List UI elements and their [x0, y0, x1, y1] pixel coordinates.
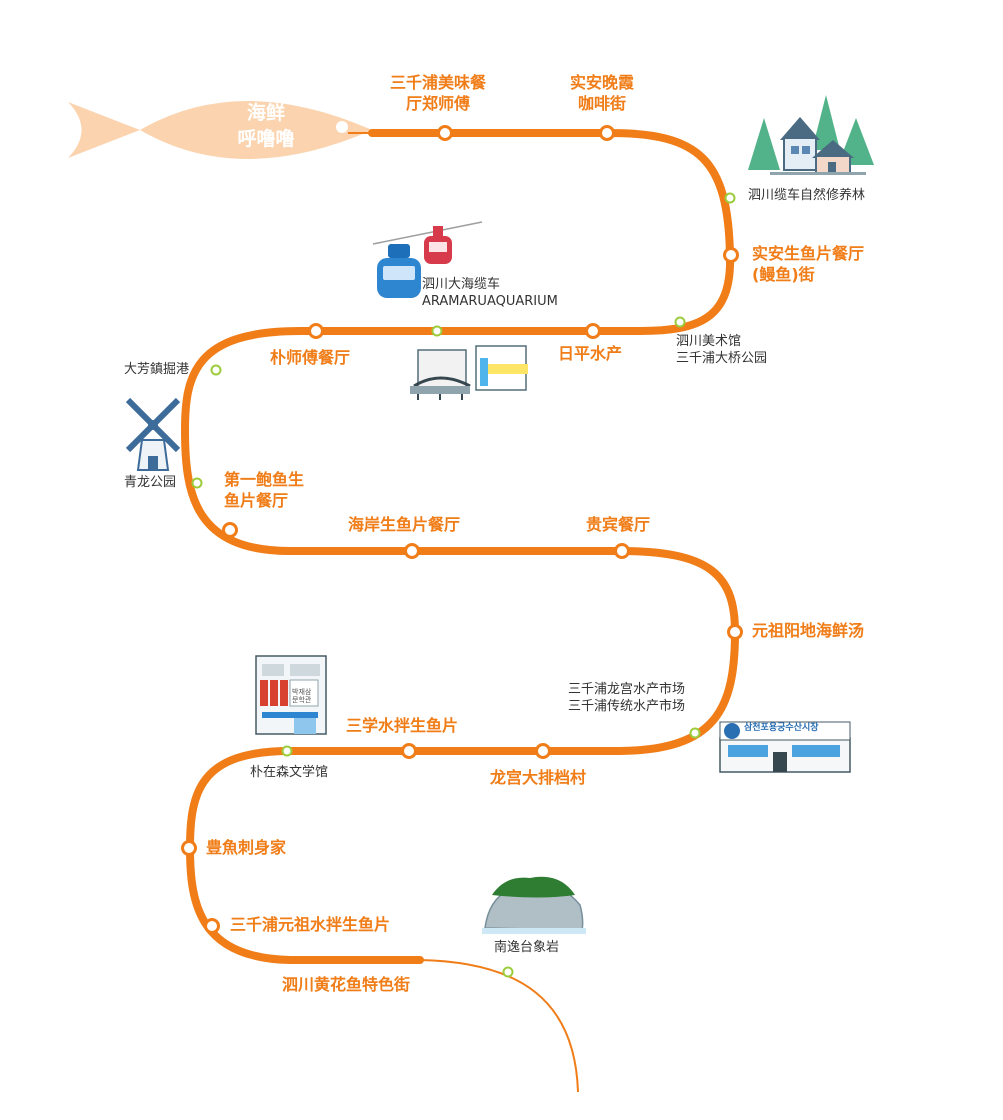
landmark-label-museum-park[interactable]: 泗川美术馆 三千浦大桥公园 [676, 334, 767, 368]
label-line: 三千浦美味餐 [390, 73, 487, 92]
stop-marker[interactable] [181, 840, 197, 856]
label-line: 南逸台象岩 [494, 940, 560, 955]
market-building-icon [719, 721, 851, 773]
landmark-label-rock[interactable]: 南逸台象岩 [494, 940, 559, 957]
label-line: 泗川大海缆车 [422, 277, 501, 292]
restaurant-label-pungeo[interactable]: 豊魚刺身家 [206, 838, 286, 859]
stop-marker[interactable] [599, 125, 615, 141]
label-line: 第一鲍鱼生 [224, 470, 305, 489]
label-line: 青龙公园 [124, 475, 177, 490]
stop-marker[interactable] [723, 247, 739, 263]
museum-sign: 박재삼 문학관 [292, 688, 312, 705]
restaurant-stops [181, 125, 743, 934]
landmark-marker[interactable] [431, 325, 443, 337]
fish-icon [68, 101, 372, 159]
landmark-marker[interactable] [502, 966, 514, 978]
route-line [181, 129, 739, 964]
literature-museum-icon [255, 655, 327, 735]
stop-marker[interactable] [401, 743, 417, 759]
landmark-label-forest[interactable]: 泗川缆车自然修养林 [748, 188, 865, 205]
restaurant-label-yellow-croaker[interactable]: 泗川黄花鱼特色街 [282, 975, 410, 996]
landmark-marker[interactable] [689, 727, 701, 739]
restaurant-label-coast-sashimi[interactable]: 海岸生鱼片餐厅 [348, 515, 460, 536]
label-line: 豊魚刺身家 [206, 838, 287, 857]
restaurant-label-wonjo-mulhoe[interactable]: 三千浦元祖水拌生鱼片 [230, 915, 390, 936]
label-line: 元祖阳地海鲜汤 [752, 621, 865, 640]
label-line: 三学水拌生鱼片 [346, 716, 459, 735]
market-sign: 삼천포용궁수산시장 [744, 723, 819, 733]
windmill-icon [125, 397, 181, 471]
cable-car-icon [372, 221, 483, 298]
label-line: 龙宫大排档村 [490, 768, 587, 787]
landmark-label-literature[interactable]: 朴在森文学馆 [250, 765, 328, 782]
label-line: 海岸生鱼片餐厅 [348, 515, 461, 534]
restaurant-label-dragon-village[interactable]: 龙宫大排档村 [490, 768, 586, 789]
label-line: 实安生鱼片餐厅 [752, 244, 865, 263]
forest-house-icon [748, 95, 874, 175]
restaurant-label-first-abalone[interactable]: 第一鲍鱼生 鱼片餐厅 [224, 470, 304, 512]
label-line: 三千浦龙宫水产市场 [568, 682, 686, 697]
restaurant-label-park-master[interactable]: 朴师傅餐厅 [270, 348, 350, 369]
landmark-label-cablecar[interactable]: 泗川大海缆车 ARAMARUAQUARIUM [422, 277, 558, 311]
label-line: 泗川美术馆 [676, 334, 742, 349]
stop-marker[interactable] [308, 323, 324, 339]
landmark-stops [191, 192, 736, 978]
rock-island-icon [482, 876, 586, 934]
label-line: ARAMARUAQUARIUM [422, 293, 558, 309]
label-line: 朴在森文学馆 [250, 765, 329, 780]
stop-marker[interactable] [727, 624, 743, 640]
route-tail [419, 959, 579, 1093]
restaurant-label-samcheonpo-tasty[interactable]: 三千浦美味餐 厅郑师傅 [390, 73, 486, 115]
map-title: 海鲜 呼噜噜 [218, 101, 314, 152]
label-line: 日平水产 [558, 344, 623, 363]
restaurant-label-sunset-cafe[interactable]: 实安晚霞 咖啡街 [570, 73, 634, 115]
landmark-label-cheongryong[interactable]: 青龙公园 [124, 475, 176, 492]
label-line: 大芳鎮掘港 [124, 362, 190, 377]
landmark-marker[interactable] [210, 364, 222, 376]
label-line: (鳗鱼)街 [752, 264, 815, 284]
stop-marker[interactable] [535, 743, 551, 759]
stop-marker[interactable] [404, 543, 420, 559]
stop-marker[interactable] [204, 918, 220, 934]
label-line: 三千浦大桥公园 [676, 350, 768, 366]
label-line: 三千浦传统水产市场 [568, 698, 686, 714]
label-line: 泗川缆车自然修养林 [748, 188, 866, 203]
label-line: 泗川黄花鱼特色街 [282, 975, 411, 994]
landmark-label-port[interactable]: 大芳鎮掘港 [124, 362, 189, 379]
label-line: 咖啡街 [578, 93, 627, 113]
title-line1: 海鲜 [246, 102, 285, 124]
label-line: 朴师傅餐厅 [270, 348, 351, 367]
restaurant-label-samhak[interactable]: 三学水拌生鱼片 [346, 716, 458, 737]
label-line: 三千浦元祖水拌生鱼片 [230, 915, 391, 934]
label-line: 厅郑师傅 [406, 93, 471, 113]
restaurant-label-ilpyeong[interactable]: 日平水产 [558, 344, 622, 365]
label-line: 实安晚霞 [570, 73, 635, 92]
restaurant-label-guest[interactable]: 贵宾餐厅 [586, 515, 650, 536]
landmark-label-markets[interactable]: 三千浦龙宫水产市场 三千浦传统水产市场 [568, 682, 685, 716]
title-line2: 呼噜噜 [237, 127, 295, 150]
stop-marker[interactable] [614, 543, 630, 559]
restaurant-label-wonjo-soup[interactable]: 元祖阳地海鲜汤 [752, 621, 864, 642]
stop-marker[interactable] [585, 323, 601, 339]
stop-marker[interactable] [222, 522, 238, 538]
restaurant-label-eel-street[interactable]: 实安生鱼片餐厅 (鳗鱼)街 [752, 244, 864, 286]
landmark-marker[interactable] [191, 477, 203, 489]
landmark-marker[interactable] [674, 316, 686, 328]
landmark-marker[interactable] [281, 745, 293, 757]
landmark-marker[interactable] [724, 192, 736, 204]
stop-marker[interactable] [437, 125, 453, 141]
label-line: 鱼片餐厅 [224, 490, 289, 510]
label-line: 贵宾餐厅 [586, 515, 651, 534]
aquarium-building-icon [410, 345, 528, 400]
